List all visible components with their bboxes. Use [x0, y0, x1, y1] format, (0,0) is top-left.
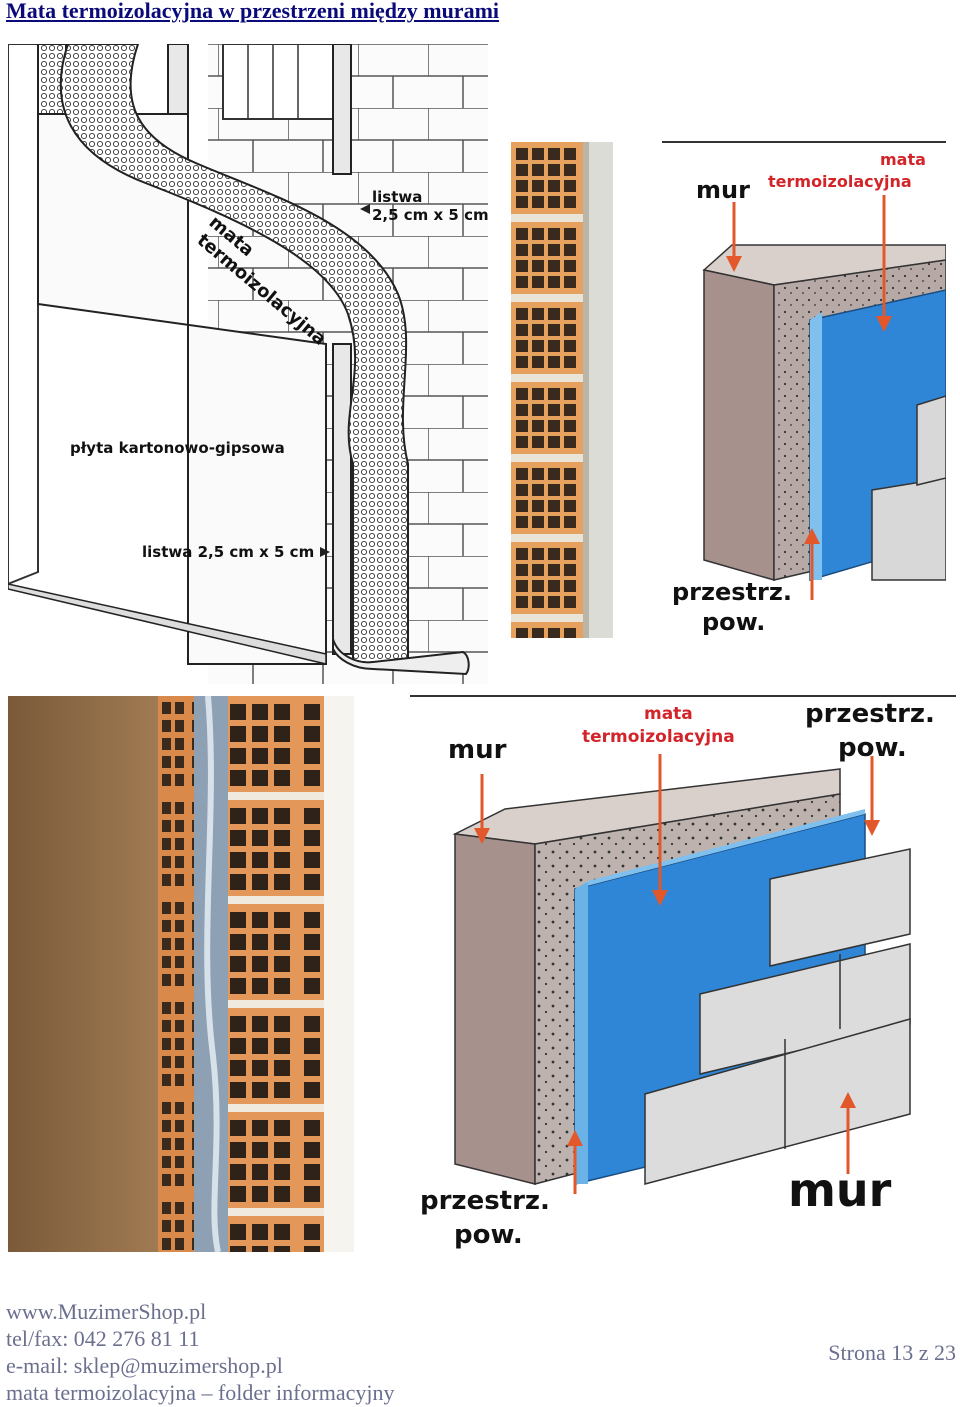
batten-top-label-2: 2,5 cm x 5 cm	[372, 206, 488, 224]
mat-label-2: termoizolacyjna	[582, 727, 735, 747]
air-gap-label-1: przestrz.	[672, 578, 792, 606]
wall-section-bottom: mur mata termoizolacyjna przestrz. pow. …	[410, 694, 956, 1254]
batten-bottom-label: listwa 2,5 cm x 5 cm	[142, 543, 314, 561]
wall-label: mur	[696, 176, 750, 204]
email-text: e-mail: sklep@muzimershop.pl	[6, 1353, 283, 1378]
mat-label-1: mata	[880, 150, 926, 169]
website-link[interactable]: www.MuzimerShop.pl	[6, 1299, 207, 1324]
air-gap-top-label-2: pow.	[838, 733, 907, 763]
drywall-illustration: listwa 2,5 cm x 5 cm mata termoizolacyjn…	[8, 44, 488, 684]
page-title: Mata termoizolacyjna w przestrzeni międz…	[6, 0, 500, 23]
air-gap-top-label-1: przestrz.	[805, 699, 935, 729]
brick-photo-bottom	[8, 696, 354, 1252]
footer: www.MuzimerShop.pl tel/fax: 042 276 81 1…	[6, 1298, 395, 1406]
document-name: mata termoizolacyjna – folder informacyj…	[6, 1380, 395, 1405]
board-label: płyta kartonowo-gipsowa	[70, 439, 285, 457]
page-number: Strona 13 z 23	[828, 1340, 956, 1365]
air-gap-label-2: pow.	[702, 608, 765, 636]
air-gap-bottom-label-2: pow.	[454, 1220, 523, 1250]
mat-label-2: termoizolacyjna	[768, 172, 912, 191]
wall-section-top: mur mata termoizolacyjna przestrz. pow.	[662, 140, 946, 640]
batten-top-label-1: listwa	[372, 188, 422, 206]
air-gap-bottom-label-1: przestrz.	[420, 1186, 550, 1216]
phone-text: tel/fax: 042 276 81 11	[6, 1326, 200, 1351]
wall-right-label: mur	[788, 1163, 892, 1217]
wall-left-label: mur	[448, 735, 507, 765]
brick-photo-top	[511, 142, 613, 638]
mat-label-1: mata	[644, 704, 693, 724]
